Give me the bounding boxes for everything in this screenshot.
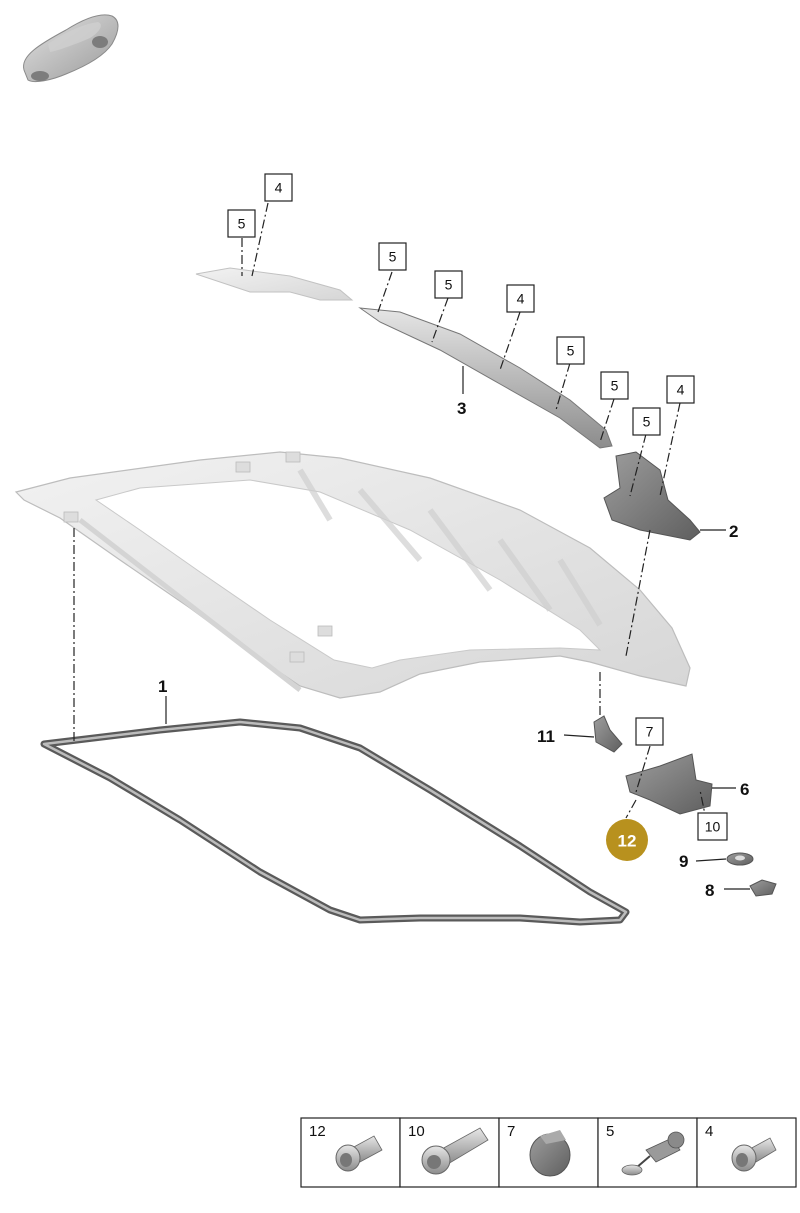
callout-5-c: 5 (434, 270, 463, 299)
panel-number: 12 (309, 1123, 326, 1140)
leader-lines (73, 202, 750, 890)
callout-label: 10 (705, 819, 721, 835)
part-number-3: 3 (457, 399, 466, 418)
callout-label: 5 (567, 343, 575, 359)
trim-strip (195, 267, 613, 449)
flange-screw-icon (335, 1135, 383, 1172)
callout-4-top: 4 (264, 173, 293, 202)
fastener-panel: 12 10 7 5 4 (300, 1117, 797, 1188)
highlight-label: 12 (618, 832, 637, 851)
callout-4-right: 4 (666, 375, 695, 404)
panel-number: 4 (705, 1123, 713, 1140)
callout-5-e: 5 (600, 371, 629, 400)
callout-5-d: 5 (556, 336, 585, 365)
callout-label: 5 (389, 249, 397, 265)
panel-cell-5[interactable] (597, 1117, 698, 1188)
car-silhouette-icon[interactable] (23, 14, 119, 83)
part-number-1: 1 (158, 677, 167, 696)
roof-seal (40, 718, 630, 926)
part-number-9: 9 (679, 852, 688, 871)
panel-number: 7 (507, 1123, 515, 1140)
callout-5-b: 5 (378, 242, 407, 271)
round-cap-icon (529, 1130, 571, 1177)
callout-5-f: 5 (632, 407, 661, 436)
callout-label: 5 (445, 277, 453, 293)
part-number-2: 2 (729, 522, 738, 541)
callout-10: 10 (697, 812, 728, 841)
side-bracket (625, 753, 713, 815)
long-bolt-icon (421, 1127, 489, 1175)
callout-label: 5 (643, 414, 651, 430)
part-number-6: 6 (740, 780, 749, 799)
callout-label: 4 (275, 180, 283, 196)
callout-4-mid: 4 (506, 284, 535, 313)
washer-part (726, 852, 754, 866)
push-clip-icon (621, 1131, 685, 1176)
callout-5-a: 5 (227, 209, 256, 238)
panel-number: 5 (606, 1123, 614, 1140)
clip-part (593, 715, 623, 753)
callout-label: 4 (517, 291, 525, 307)
callout-label: 5 (611, 378, 619, 394)
rear-bracket (603, 451, 701, 541)
callout-label: 5 (238, 216, 246, 232)
part-number-8: 8 (705, 881, 714, 900)
nut-part (749, 879, 777, 897)
callout-label: 4 (677, 382, 685, 398)
part-number-11: 11 (537, 727, 555, 746)
callout-label: 7 (646, 724, 654, 740)
roof-frame (14, 451, 691, 699)
callout-7: 7 (635, 717, 664, 746)
short-screw-icon (731, 1137, 777, 1172)
highlight-part-12[interactable]: 12 (606, 819, 648, 861)
panel-number: 10 (408, 1123, 425, 1140)
